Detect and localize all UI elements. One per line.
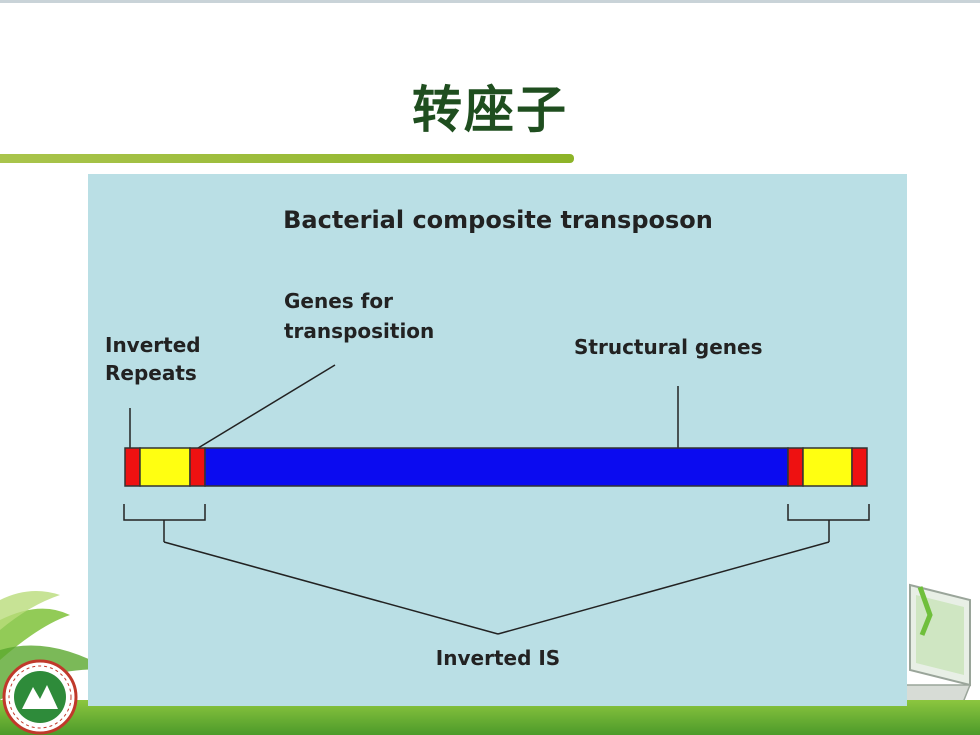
structural-genes-region (204, 447, 789, 487)
left-transposase-gene (139, 447, 191, 487)
diagram-panel: Bacterial composite transposon Genes for… (88, 174, 907, 706)
label-genes-for-transposition-line2: transposition (284, 319, 434, 343)
left-is-bracket (123, 504, 206, 542)
right-is-bracket (787, 504, 870, 542)
university-seal-icon (2, 659, 78, 735)
transposon-bar (124, 447, 868, 487)
slide-title: 转座子 (412, 81, 568, 139)
right-transposase-gene (802, 447, 853, 487)
label-inverted-is: Inverted IS (436, 646, 560, 670)
right-repeat-inner (787, 447, 804, 487)
right-is-converge-line (497, 541, 830, 635)
right-repeat-outer (851, 447, 868, 487)
left-repeat-inner (189, 447, 206, 487)
label-inverted-repeats-line1: Inverted (105, 333, 201, 357)
laptop-decoration (850, 583, 972, 711)
pointer-genes-for-transposition (179, 364, 336, 460)
diagram-heading: Bacterial composite transposon (283, 206, 713, 234)
left-repeat-outer (124, 447, 141, 487)
label-genes-for-transposition-line1: Genes for (284, 289, 393, 313)
label-inverted-repeats-line2: Repeats (105, 361, 197, 385)
top-rule (0, 0, 980, 3)
title-underline (0, 154, 574, 163)
transposon-diagram: Bacterial composite transposon Genes for… (105, 206, 870, 670)
label-structural-genes: Structural genes (574, 335, 763, 359)
left-is-converge-line (163, 541, 499, 635)
